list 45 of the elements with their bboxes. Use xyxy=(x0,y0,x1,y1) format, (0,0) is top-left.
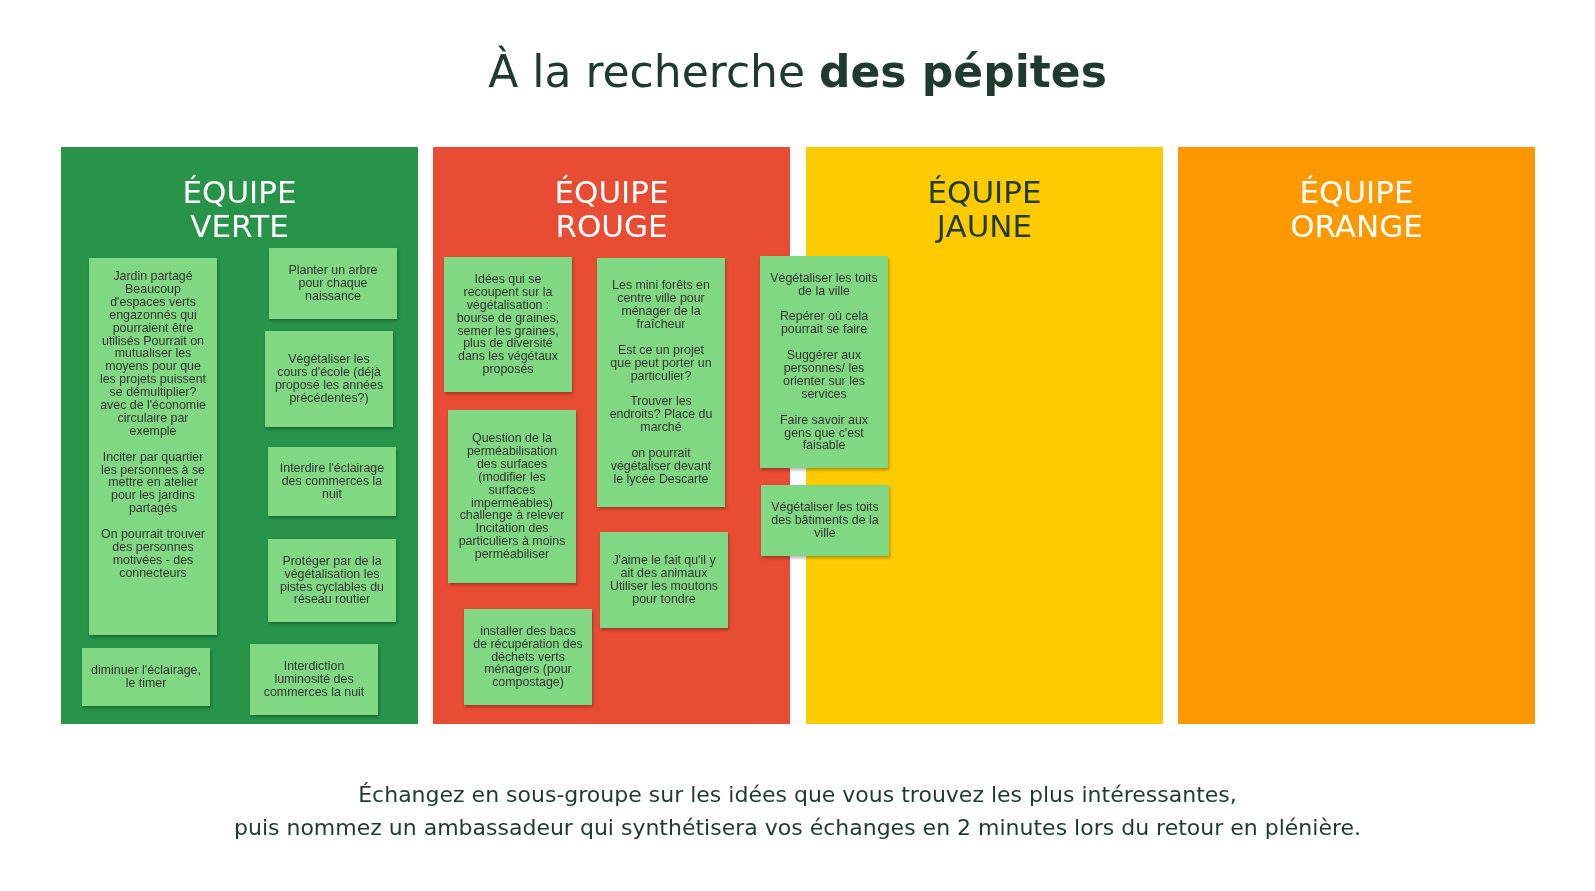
sticky-note xyxy=(268,539,396,622)
team-heading: ÉQUIPE JAUNE xyxy=(926,175,1043,243)
team-heading: ÉQUIPE ORANGE xyxy=(1289,175,1424,243)
note-text: On pourrait trouver des personnes motivées - des connecteurs xyxy=(100,528,206,580)
sticky-note xyxy=(269,248,397,319)
team-column xyxy=(61,147,418,724)
note-text: Est ce un projet que peut porter un particulier? xyxy=(609,343,713,383)
note-text: Suggérer aux personnes/ les orienter sur les services xyxy=(782,349,866,401)
note-text: Interdiction luminosité des commerces la nuit xyxy=(262,660,366,699)
note-text: Végétaliser les cours d'école (déjà proposé les années précédentes?) xyxy=(274,353,384,405)
team-heading: ÉQUIPE ROUGE xyxy=(553,175,670,243)
sticky-note xyxy=(448,410,576,583)
sticky-note xyxy=(444,257,572,392)
title: À la recherche des pépites xyxy=(487,46,1108,97)
team-heading: ÉQUIPE VERTE xyxy=(181,175,298,243)
note-text: Idées qui se recoupent sur la végétalisation : bourse de graines, semer les graines, plus de diversité dans les végétaux proposés xyxy=(455,272,561,377)
note-text: on pourrait végétaliser devant le lycée Descarte xyxy=(609,447,713,486)
note-text: Interdire l'éclairage des commerces la nuit xyxy=(278,462,386,501)
sticky-note xyxy=(760,256,888,468)
sticky-note xyxy=(597,258,725,507)
note-text: Planter un arbre pour chaque naissance xyxy=(287,264,379,303)
sticky-note xyxy=(82,648,210,706)
sticky-note xyxy=(600,532,728,628)
sticky-note xyxy=(464,609,592,705)
sticky-note xyxy=(89,258,217,635)
note-text: Faire savoir aux gens que c'est faisable xyxy=(778,413,870,453)
note-text: Jardin partagé Beaucoup d'espaces verts engazonnés qui pourraient être utilisés Pourrait on mutualiser les moyens pour que les projets puissent se démultiplier?avec de l'économie circulaire par exemple xyxy=(98,270,208,438)
note-text: Question de la perméabilisation des surfaces (modifier les surfaces imperméables) challenge à relever Incitation des particuliers à moins perméabiliser xyxy=(457,431,567,562)
note-text: installer des bacs de récupération des déchets verts ménagers (pour compostage) xyxy=(473,624,583,690)
sticky-note xyxy=(268,447,396,516)
team-column xyxy=(1178,147,1535,724)
note-text: Végétaliser les toits des bâtiments de la ville xyxy=(770,501,880,540)
instruction-text: puis nommez un ambassadeur qui synthétisera vos échanges en 2 minutes lors du retour en plénière. xyxy=(232,815,1362,840)
sticky-note xyxy=(761,485,889,556)
note-text: Inciter par quartier les personnes à se mettre en atelier pour les jardins partagés xyxy=(100,450,206,516)
note-text: Protéger par de la végétalisation les pistes cyclables du réseau routier xyxy=(279,554,385,607)
note-text: J'aime le fait qu'il y ait des animaux Utiliser les moutons pour tondre xyxy=(609,554,719,606)
sticky-note xyxy=(265,331,393,427)
sticky-note xyxy=(250,644,378,715)
note-text: Trouver les endroits? Place du marché xyxy=(608,395,714,435)
note-text: Les mini forêts en centre ville pour ménager de la fraîcheur xyxy=(611,279,711,331)
instruction-text: Échangez en sous-groupe sur les idées que vous trouvez les plus intéressantes, xyxy=(357,782,1238,807)
note-text: Végétaliser les toits de la ville xyxy=(769,271,879,298)
note-text: Repérer où cela pourrait se faire xyxy=(778,310,870,337)
note-text: diminuer l'éclairage, le timer xyxy=(91,664,201,690)
